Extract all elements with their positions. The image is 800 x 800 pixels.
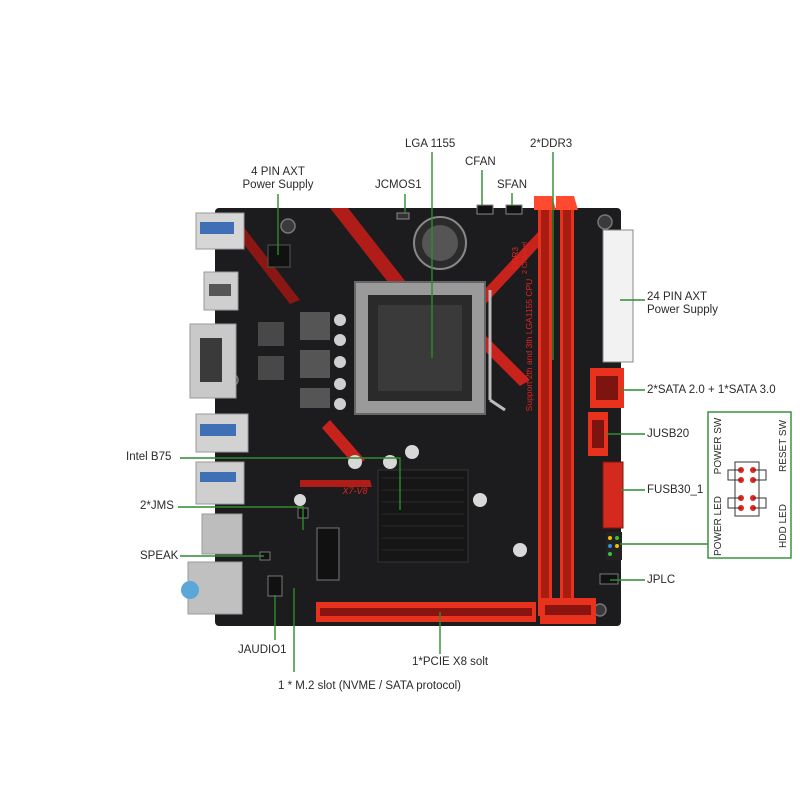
- label-sata: 2*SATA 2.0 + 1*SATA 3.0: [647, 384, 776, 396]
- pcie-x8-slot: [316, 598, 596, 624]
- label-lga1155: LGA 1155: [405, 138, 456, 150]
- board-ddr-text-2: 2 Channel: [522, 242, 529, 274]
- fusb30-header: [602, 461, 624, 529]
- leader-lines: [178, 152, 708, 672]
- label-pcie: 1*PCIE X8 solt: [412, 656, 489, 668]
- label-jplc: JPLC: [647, 574, 676, 586]
- jplc-header: [599, 573, 619, 585]
- sfan-header: [505, 204, 523, 215]
- label-4pin-power: 4 PIN AXT Power Supply: [242, 166, 314, 191]
- label-jms: 2*JMS: [140, 500, 174, 512]
- cpu-socket: [354, 281, 506, 415]
- label-m2-slot: 1 * M.2 slot (NVME / SATA protocol): [278, 680, 461, 692]
- label-intel-b75: Intel B75: [126, 451, 172, 463]
- label-ddr3: 2*DDR3: [530, 138, 573, 150]
- board-support-text: Support 2th and 3th LGA1155 CPU: [524, 279, 534, 412]
- jcmos1-jumper: [396, 212, 410, 220]
- cfan-header: [476, 204, 494, 215]
- label-24pin-power: 24 PIN AXT Power Supply: [647, 291, 718, 316]
- front-panel-legend-box: [707, 411, 792, 559]
- 24pin-power-connector: [602, 229, 634, 363]
- m2-slot: [316, 527, 340, 581]
- 4pin-power-connector: [267, 244, 291, 268]
- label-speak: SPEAK: [140, 550, 179, 562]
- rear-io-ports: [181, 212, 249, 615]
- label-jusb20: JUSB20: [647, 428, 690, 440]
- reset-sw-label: RESET SW: [778, 419, 789, 472]
- sata-ports: [588, 368, 624, 456]
- power-led-label: POWER LED: [713, 496, 724, 556]
- cmos-battery: [413, 216, 467, 270]
- label-cfan: CFAN: [465, 156, 496, 168]
- front-panel-pins: [606, 532, 622, 560]
- vrm-area: [258, 312, 346, 410]
- chipset-heatsink: [377, 469, 469, 563]
- hdd-led-label: HDD LED: [778, 504, 789, 548]
- label-jaudio1: JAUDIO1: [238, 644, 287, 656]
- label-jcmos1: JCMOS1: [375, 179, 422, 191]
- label-sfan: SFAN: [497, 179, 528, 191]
- power-sw-label: POWER SW: [713, 417, 724, 474]
- jaudio1-header: [267, 575, 283, 597]
- label-fusb30: FUSB30_1: [647, 484, 704, 496]
- board-ddr-text-1: DDR3: [511, 247, 520, 269]
- board-model-text: X7-V8: [341, 486, 367, 496]
